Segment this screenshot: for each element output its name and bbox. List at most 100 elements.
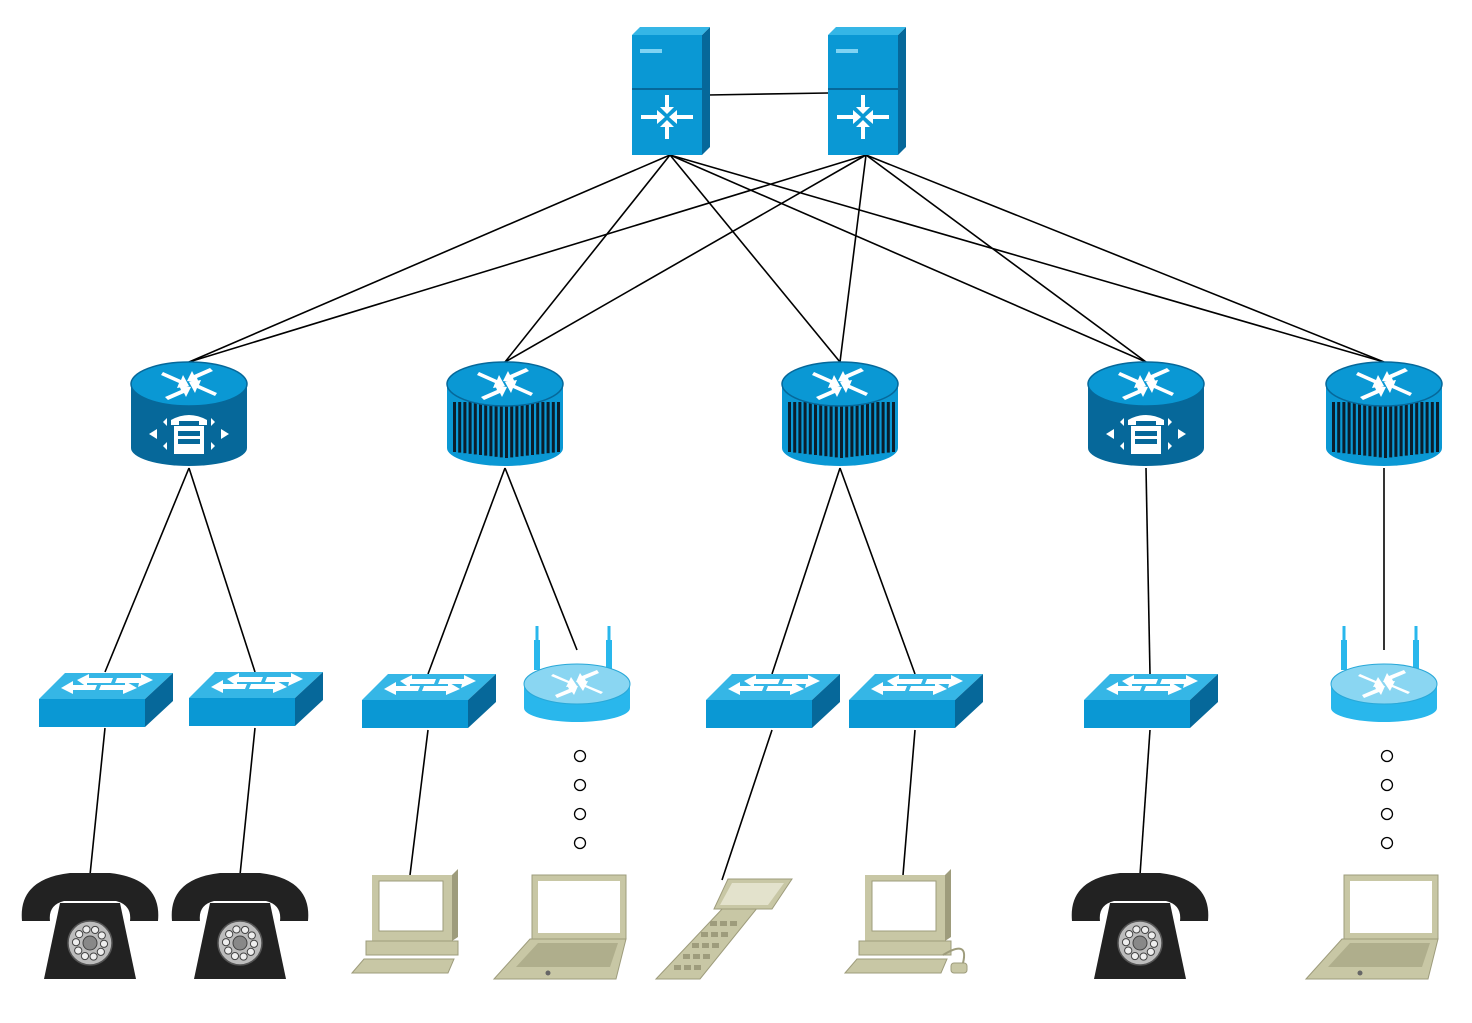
end-6-desktop-pc [843, 869, 968, 974]
router-top [781, 361, 899, 407]
phone-handset [171, 873, 309, 921]
acc-8-wireless-router [1330, 626, 1438, 722]
cpu-base [365, 940, 459, 956]
link-dist-1-acc-1 [104, 467, 190, 673]
keyboard [843, 958, 948, 974]
end-8-laptop [1304, 874, 1439, 980]
dist-3-router-fan [781, 361, 899, 466]
wireless-dot [573, 836, 587, 850]
link-dist-2-acc-4 [504, 467, 578, 651]
dial-center [1132, 935, 1148, 951]
status-led-bar [836, 49, 858, 53]
router-arrows-icon [1356, 368, 1412, 400]
router-arrows-icon [477, 368, 533, 400]
laptop-keyboard [1328, 943, 1430, 967]
end-1-phone [21, 873, 159, 979]
switch-side [468, 674, 496, 728]
link-dist-4-acc-7 [1145, 467, 1151, 675]
pda-screen [720, 883, 784, 905]
link-core-1-dist-4 [669, 154, 1147, 363]
switch-arrows-icon [871, 675, 963, 695]
router-top [130, 361, 248, 407]
link-core-2-dist-3 [839, 154, 867, 363]
laptop-screen [1350, 881, 1432, 933]
four-way-arrows-icon [837, 95, 889, 139]
link-core-1-dist-3 [669, 154, 841, 363]
wireless-dot [1380, 749, 1394, 763]
dial-center [82, 935, 98, 951]
acc-2-workgroup-switch [189, 672, 323, 726]
switch-front [706, 700, 812, 728]
switch-arrows-icon [61, 674, 153, 694]
cpu-base [858, 940, 952, 956]
switch-arrows-icon [384, 675, 476, 695]
router-body [1088, 384, 1204, 466]
switch-side [812, 674, 840, 728]
end-3-desktop-pc [350, 869, 459, 974]
link-dist-3-acc-5 [771, 467, 841, 675]
wireless-dot [573, 749, 587, 763]
switch-arrows-icon [728, 675, 820, 695]
antenna [1341, 640, 1347, 670]
link-acc-7-end-7 [1139, 729, 1151, 876]
chassis-side [898, 27, 906, 155]
switch-front [1084, 700, 1190, 728]
links-layer [89, 92, 1385, 881]
switch-side [1190, 674, 1218, 728]
router-arrows-icon [1358, 670, 1410, 698]
switch-arrows-icon [1106, 675, 1198, 695]
voice-gateway-icon [149, 415, 229, 454]
nodes-layer [21, 27, 1443, 980]
dist-4-voice-router [1087, 361, 1205, 466]
voice-gateway-icon [1106, 415, 1186, 454]
dist-5-router-fan [1325, 361, 1443, 466]
dial-holes [221, 925, 259, 961]
chassis-side [702, 27, 710, 155]
acc-3-workgroup-switch [362, 674, 496, 728]
end-7-phone [1071, 873, 1209, 979]
chassis-top [828, 27, 906, 35]
dial-holes [1121, 925, 1159, 961]
acc-5-workgroup-switch [706, 674, 840, 728]
link-dist-3-acc-6 [839, 467, 916, 675]
wireless-dot [1380, 836, 1394, 850]
phone-handset [21, 873, 159, 921]
link-acc-1-end-1 [89, 727, 106, 876]
mouse [950, 962, 968, 974]
acc-1-workgroup-switch [39, 673, 173, 727]
monitor-screen [871, 880, 937, 932]
link-core-2-dist-2 [504, 154, 867, 363]
dist-2-router-fan [446, 361, 564, 466]
switch-side [145, 673, 173, 727]
link-dist-2-acc-3 [427, 467, 506, 675]
switch-front [39, 699, 145, 727]
keyboard [350, 958, 455, 974]
router-top [1325, 361, 1443, 407]
link-core-2-dist-1 [188, 154, 867, 363]
switch-front [362, 700, 468, 728]
trackpad-dot [1357, 970, 1363, 976]
mouse-cable [942, 947, 965, 964]
router-arrows-icon [161, 368, 217, 400]
link-dist-1-acc-2 [188, 467, 256, 673]
router-top [446, 361, 564, 407]
core-1-layer3-switch [632, 27, 710, 155]
core-2-layer3-switch [828, 27, 906, 155]
cooling-fins [453, 402, 560, 458]
link-acc-5-end-5 [721, 729, 773, 881]
switch-side [295, 672, 323, 726]
router-arrows-icon [551, 670, 603, 698]
wireless-dots-acc-4 [573, 749, 587, 850]
antenna-tip [535, 626, 539, 640]
router-arrows-icon [812, 368, 868, 400]
cooling-fins [1332, 402, 1439, 458]
dial-center [232, 935, 248, 951]
status-led-bar [640, 49, 662, 53]
link-core-1-dist-2 [504, 154, 671, 363]
wireless-dot [1380, 807, 1394, 821]
trackpad-dot [545, 970, 551, 976]
link-core-1-dist-5 [669, 154, 1385, 363]
antenna [606, 640, 612, 670]
four-way-arrows-icon [641, 95, 693, 139]
link-acc-6-end-6 [902, 729, 916, 876]
